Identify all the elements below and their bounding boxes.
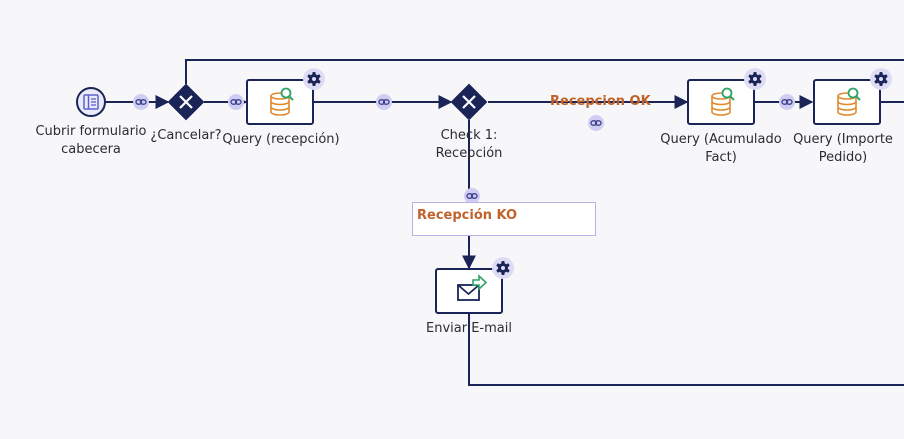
gateway-check1-label: Check 1: Recepción — [435, 128, 503, 161]
link-icon[interactable] — [778, 93, 796, 111]
close-icon — [462, 95, 476, 109]
link-icon[interactable] — [227, 93, 245, 111]
task-query-recepcion-label: Query (recepción) — [222, 132, 340, 147]
gateway-check1[interactable] — [450, 83, 488, 121]
flow-cancel-loop-top[interactable] — [185, 59, 904, 84]
send-mail-icon — [457, 274, 488, 301]
task-send-email[interactable] — [435, 268, 503, 314]
gear-icon[interactable] — [870, 68, 892, 90]
gateway-cancel-label: ¿Cancelar? — [150, 128, 222, 143]
gear-icon[interactable] — [744, 68, 766, 90]
flow-email-out[interactable] — [468, 314, 904, 386]
flow-label-recepcion-ok: Recepcion OK — [550, 94, 651, 109]
form-icon — [83, 94, 99, 110]
link-icon[interactable] — [375, 93, 393, 111]
task-query-acumulado-label: Query (Acumulado Fact) — [660, 132, 782, 165]
gear-icon[interactable] — [492, 257, 514, 279]
task-send-email-label: Enviar E-mail — [426, 321, 512, 336]
task-query-recepcion[interactable] — [246, 79, 314, 125]
flow-label-recepcion-ko: Recepción KO — [417, 208, 518, 223]
task-query-importe[interactable] — [813, 79, 881, 125]
task-query-acumulado[interactable] — [687, 79, 755, 125]
close-icon — [179, 95, 193, 109]
gateway-cancel[interactable] — [167, 83, 205, 121]
start-event[interactable] — [76, 87, 106, 117]
link-icon[interactable] — [587, 114, 605, 132]
gear-icon[interactable] — [303, 68, 325, 90]
start-event-label: Cubrir formulario cabecera — [35, 124, 147, 157]
link-icon[interactable] — [132, 93, 150, 111]
task-query-importe-label: Query (Importe Pedido) — [793, 132, 893, 165]
flow-label-recepcion-ko-box[interactable]: Recepción KO — [412, 202, 596, 236]
